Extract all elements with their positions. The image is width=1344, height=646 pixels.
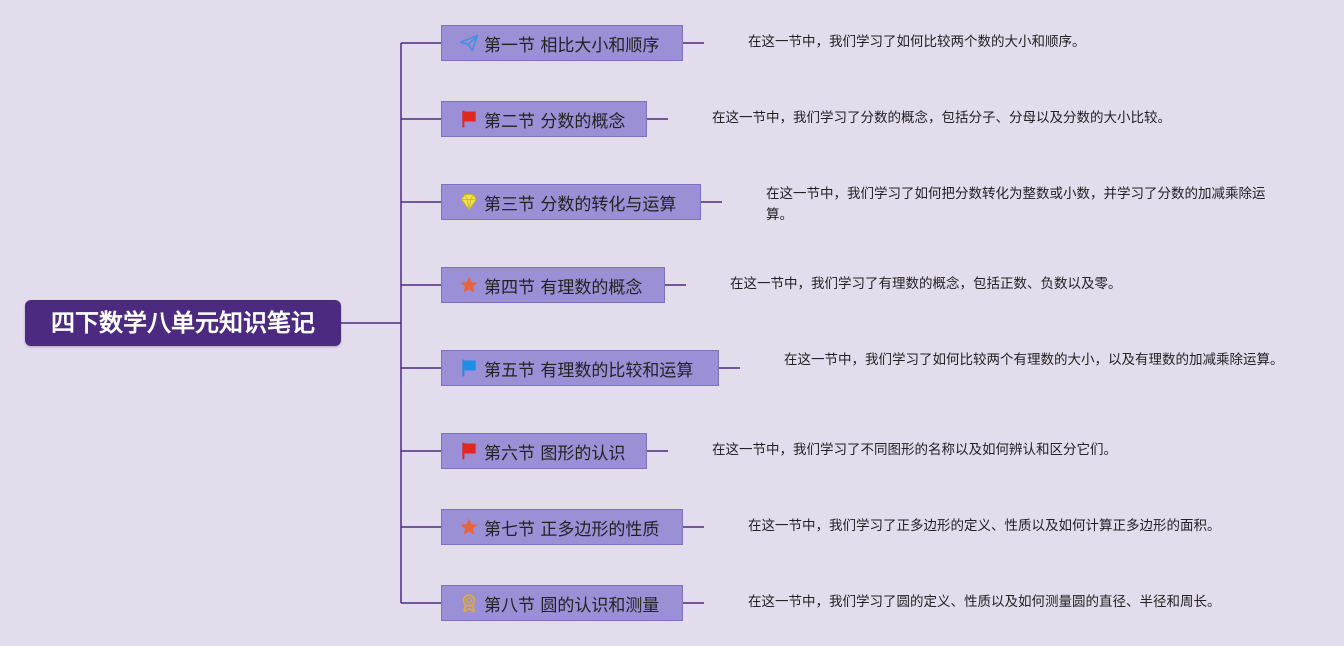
section-description: 在这一节中，我们学习了有理数的概念，包括正数、负数以及零。 (730, 276, 1122, 292)
section-node[interactable]: 第四节 有理数的概念 (441, 267, 665, 303)
section-label: 第一节 相比大小和顺序 (484, 35, 660, 56)
section-node[interactable]: 第一节 相比大小和顺序 (441, 25, 683, 61)
section-description: 在这一节中，我们学习了分数的概念，包括分子、分母以及分数的大小比较。 (712, 110, 1171, 126)
star-icon (458, 274, 480, 296)
section-description: 在这一节中，我们学习了正多边形的定义、性质以及如何计算正多边形的面积。 (748, 518, 1221, 534)
diamond-icon (458, 191, 480, 213)
section-label: 第五节 有理数的比较和运算 (484, 360, 694, 381)
red-flag-icon (458, 440, 480, 462)
root-topic[interactable]: 四下数学八单元知识笔记 (25, 300, 341, 346)
section-label: 第七节 正多边形的性质 (484, 519, 660, 540)
section-description: 在这一节中，我们学习了如何比较两个数的大小和顺序。 (748, 34, 1086, 50)
section-label: 第八节 圆的认识和测量 (484, 595, 660, 616)
section-description: 在这一节中，我们学习了如何把分数转化为整数或小数，并学习了分数的加减乘除运算。 (766, 186, 1266, 223)
section-label: 第六节 图形的认识 (484, 443, 626, 464)
section-label: 第二节 分数的概念 (484, 111, 626, 132)
section-node[interactable]: 第二节 分数的概念 (441, 101, 647, 137)
red-flag-icon (458, 108, 480, 130)
section-node[interactable]: 第八节 圆的认识和测量 (441, 585, 683, 621)
section-description: 在这一节中，我们学习了圆的定义、性质以及如何测量圆的直径、半径和周长。 (748, 594, 1221, 610)
section-node[interactable]: 第五节 有理数的比较和运算 (441, 350, 719, 386)
blue-flag-icon (458, 357, 480, 379)
section-description: 在这一节中，我们学习了不同图形的名称以及如何辨认和区分它们。 (712, 442, 1117, 458)
section-node[interactable]: 第三节 分数的转化与运算 (441, 184, 701, 220)
paper-plane-icon (458, 32, 480, 54)
award-icon (458, 592, 480, 614)
section-label: 第三节 分数的转化与运算 (484, 194, 677, 215)
section-label: 第四节 有理数的概念 (484, 277, 643, 298)
section-node[interactable]: 第七节 正多边形的性质 (441, 509, 683, 545)
star-icon (458, 516, 480, 538)
section-node[interactable]: 第六节 图形的认识 (441, 433, 647, 469)
section-description: 在这一节中，我们学习了如何比较两个有理数的大小，以及有理数的加减乘除运算。 (784, 352, 1284, 368)
